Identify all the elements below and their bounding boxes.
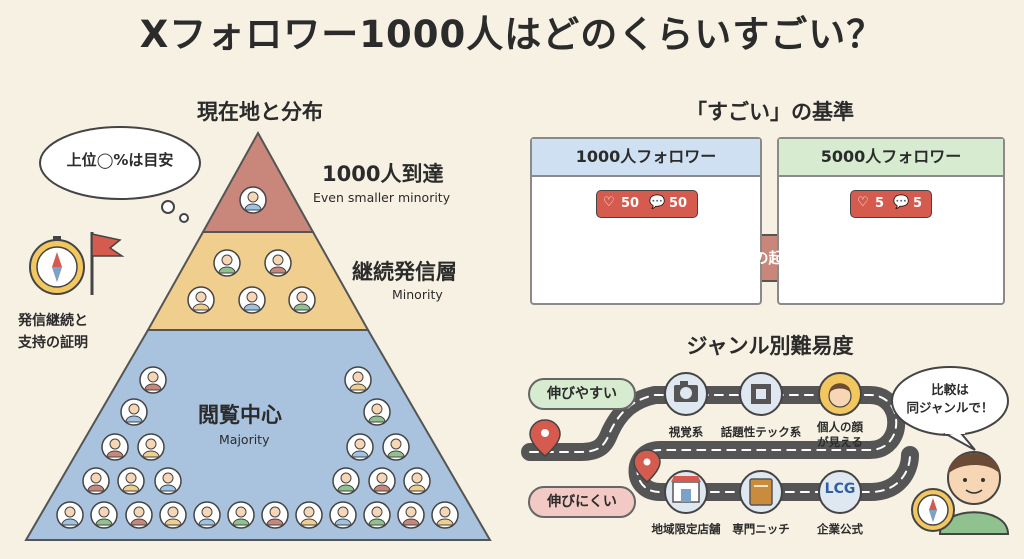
tier-top-sub: Even smaller minority (313, 190, 451, 205)
avatar (329, 501, 357, 529)
avatar (363, 398, 391, 426)
avatar (137, 433, 165, 461)
criteria-heading: 「すごい」の基準 (686, 100, 854, 124)
tier-middle-sub: Minority (392, 287, 443, 302)
thought-bubble (39, 126, 201, 223)
tier-middle-label: 継続発信層 (352, 260, 457, 284)
tier-bottom-sub: Majority (219, 432, 270, 447)
genre-label-visual: 視覚系 (668, 425, 704, 439)
book-icon (739, 470, 783, 514)
avatar (213, 249, 241, 277)
arrow-label: 拡散の起点 (723, 249, 799, 267)
face-icon (818, 372, 862, 416)
avatar (125, 501, 153, 529)
avatar (193, 501, 221, 529)
panel-1000-title: 1000人フォロワー (532, 139, 760, 177)
genre-heading: ジャンル別難易度 (686, 334, 854, 358)
heart-icon: ♡ (603, 195, 615, 210)
tier-top-label: 1000人到達 (322, 162, 444, 186)
store-icon (664, 470, 708, 514)
tier-bottom-label: 閲覧中心 (198, 403, 282, 427)
avatar (368, 467, 396, 495)
heart-icon: ♡ (857, 195, 869, 210)
distribution-heading: 現在地と分布 (197, 100, 323, 124)
chip-icon (739, 372, 783, 416)
camera-icon (664, 372, 708, 416)
avatar (239, 186, 267, 214)
avatar (295, 501, 323, 529)
easy-label: 伸びやすい (528, 378, 636, 410)
avatar (154, 467, 182, 495)
engagement-badge: ♡ 50 💬 50 (596, 190, 698, 218)
genre-label-face: 個人の顔 が見える (817, 420, 863, 449)
avatar (382, 433, 410, 461)
compass-note: 発信継続と 支持の証明 (18, 313, 88, 351)
pyramid-middle (146, 231, 370, 331)
avatar (261, 501, 289, 529)
genre-label-niche: 専門ニッチ (732, 522, 790, 536)
avatar (346, 433, 374, 461)
comment-icon: 💬 (649, 195, 666, 210)
genre-label-corporate: 企業公式 (817, 522, 863, 536)
panel-5000: 5000人フォロワー (777, 137, 1005, 305)
avatar (56, 501, 84, 529)
avatar (403, 467, 431, 495)
panel-5000-title: 5000人フォロワー (779, 139, 1003, 177)
hard-label: 伸びにくい (528, 486, 636, 518)
logo-icon (818, 470, 862, 514)
bubble-text: 上位◯%は目安 (66, 151, 174, 169)
avatar (101, 433, 129, 461)
avatar (238, 286, 266, 314)
avatar (264, 249, 292, 277)
avatar (332, 467, 360, 495)
page-title: Xフォロワー1000人はどのくらいすごい？ (139, 13, 885, 56)
avatar (227, 501, 255, 529)
avatar (363, 501, 391, 529)
avatar (117, 467, 145, 495)
logo-text: LCG (824, 481, 856, 497)
avatar (431, 501, 459, 529)
flag-icon (90, 232, 125, 295)
avatar (82, 467, 110, 495)
avatar (397, 501, 425, 529)
speech-bubble (891, 366, 1009, 451)
compass-icon (29, 236, 85, 295)
compass-icon (911, 488, 955, 532)
avatar (187, 286, 215, 314)
avatar (120, 398, 148, 426)
map-pin-icon (529, 419, 561, 457)
avatar (288, 286, 316, 314)
avatar (159, 501, 187, 529)
panel-1000: 1000人フォロワー (530, 137, 762, 305)
bubble-text: 比較は 同ジャンルで！ (906, 382, 994, 415)
genre-label-tech: 話題性テック系 (720, 425, 802, 439)
genre-label-store: 地域限定店舗 (651, 522, 721, 536)
engagement-badge: ♡ 5 💬 5 (850, 190, 932, 218)
avatar (344, 366, 372, 394)
avatar (139, 366, 167, 394)
avatar (90, 501, 118, 529)
comment-icon: 💬 (893, 195, 910, 210)
map-pin-icon (633, 449, 661, 483)
road-path (521, 386, 919, 501)
person-icon (938, 451, 1010, 535)
pyramid-top (201, 130, 315, 233)
